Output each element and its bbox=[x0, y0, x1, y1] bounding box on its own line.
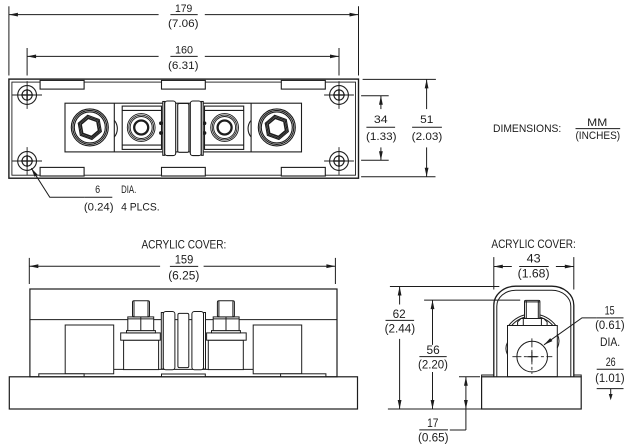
svg-text:(0.65): (0.65) bbox=[418, 430, 449, 444]
svg-text:(2.20): (2.20) bbox=[418, 357, 448, 371]
svg-text:51: 51 bbox=[420, 114, 433, 126]
svg-text:160: 160 bbox=[175, 45, 193, 57]
svg-text:6: 6 bbox=[95, 184, 100, 196]
svg-text:(2.44): (2.44) bbox=[385, 322, 416, 336]
svg-text:56: 56 bbox=[427, 343, 440, 357]
svg-text:34: 34 bbox=[374, 114, 388, 126]
svg-text:(0.61): (0.61) bbox=[595, 318, 625, 332]
svg-text:(1.01): (1.01) bbox=[595, 371, 625, 385]
svg-text:17: 17 bbox=[427, 416, 438, 430]
svg-text:(0.24): (0.24) bbox=[84, 202, 114, 214]
svg-text:4 PLCS.: 4 PLCS. bbox=[121, 202, 160, 214]
svg-text:(1.68): (1.68) bbox=[518, 267, 550, 281]
svg-text:DIMENSIONS:: DIMENSIONS: bbox=[493, 123, 561, 135]
svg-text:179: 179 bbox=[175, 3, 192, 15]
svg-text:159: 159 bbox=[175, 253, 194, 267]
svg-text:62: 62 bbox=[393, 307, 406, 321]
svg-text:26: 26 bbox=[606, 355, 616, 369]
svg-text:15: 15 bbox=[605, 304, 615, 318]
svg-text:DIA.: DIA. bbox=[600, 335, 620, 349]
svg-text:(2.03): (2.03) bbox=[412, 131, 443, 143]
svg-text:MM: MM bbox=[587, 117, 607, 129]
svg-text:DIA.: DIA. bbox=[121, 184, 136, 196]
svg-text:(INCHES): (INCHES) bbox=[575, 130, 620, 142]
svg-text:(6.31): (6.31) bbox=[168, 60, 199, 72]
svg-text:43: 43 bbox=[527, 252, 541, 266]
svg-text:(7.06): (7.06) bbox=[168, 18, 199, 30]
svg-text:(6.25): (6.25) bbox=[168, 268, 199, 282]
svg-text:ACRYLIC COVER:: ACRYLIC COVER: bbox=[141, 237, 226, 251]
svg-text:ACRYLIC COVER:: ACRYLIC COVER: bbox=[491, 237, 575, 251]
svg-text:(1.33): (1.33) bbox=[366, 131, 397, 143]
